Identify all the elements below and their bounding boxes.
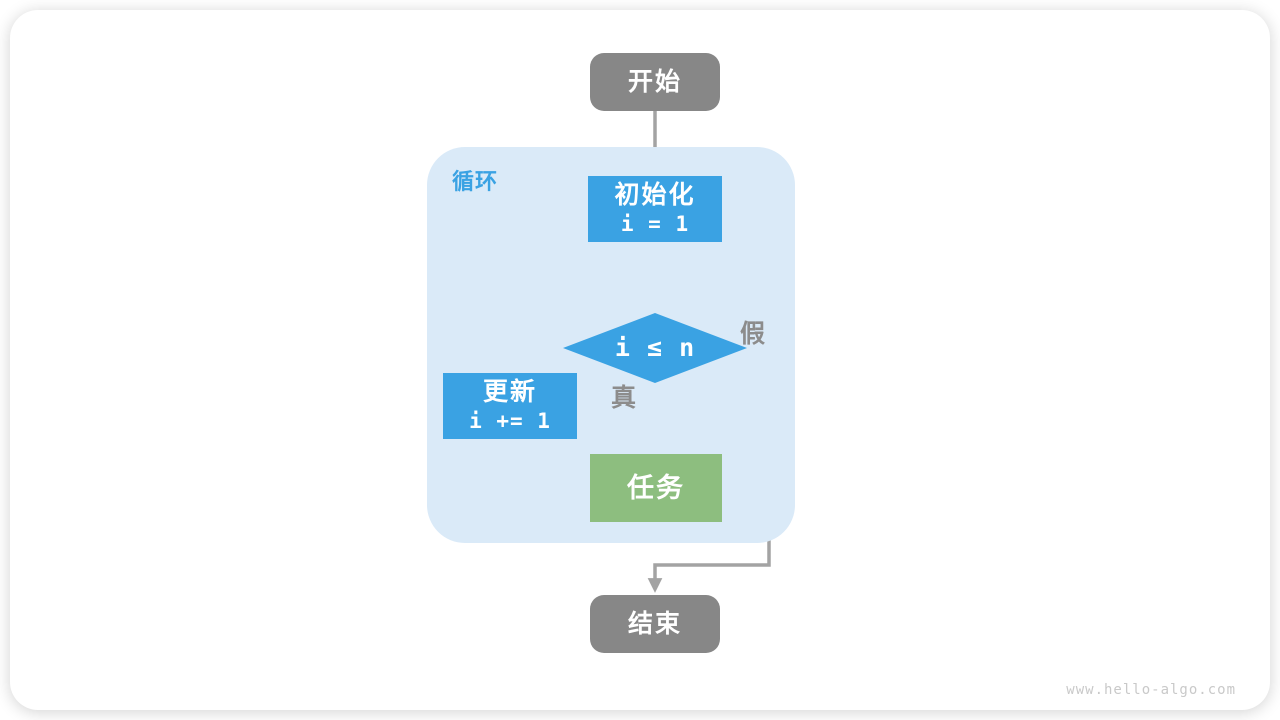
node-end-label: 结束	[627, 610, 682, 638]
node-initialize: 初始化 i = 1	[588, 176, 722, 242]
node-task: 任务	[590, 454, 722, 522]
branch-label-true: 真	[611, 384, 637, 412]
node-update-label: 更新	[482, 378, 537, 407]
node-task-label: 任务	[627, 472, 685, 503]
node-initialize-label: 初始化	[614, 181, 696, 210]
node-start: 开始	[590, 53, 720, 111]
node-start-label: 开始	[627, 68, 682, 96]
node-initialize-code: i = 1	[620, 212, 690, 237]
node-end: 结束	[590, 595, 720, 653]
node-update-code: i += 1	[469, 409, 551, 434]
node-condition-label: i ≤ n	[614, 333, 696, 362]
node-update: 更新 i += 1	[443, 373, 577, 439]
watermark: www.hello-algo.com	[1066, 682, 1236, 698]
loop-label: 循环	[452, 169, 499, 194]
branch-label-false: 假	[740, 320, 766, 348]
